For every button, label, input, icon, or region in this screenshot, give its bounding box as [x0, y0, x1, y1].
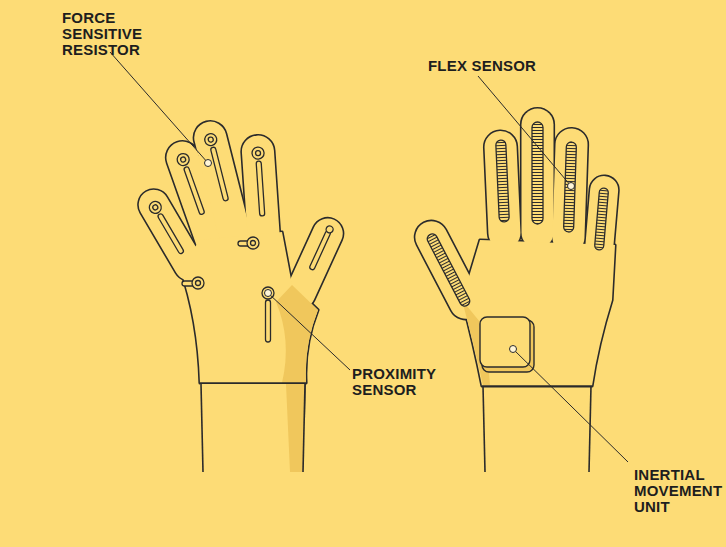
sensor-trace — [210, 147, 228, 202]
hand-fill — [133, 118, 347, 383]
sensor-pad — [196, 281, 201, 286]
leader-line — [513, 349, 628, 462]
fingertip-sensor — [175, 152, 208, 216]
sensor-pad — [325, 225, 334, 234]
imu-box — [480, 317, 530, 367]
leader-dot — [205, 160, 212, 167]
sensor-trace — [256, 161, 265, 216]
leader-dot — [568, 183, 575, 190]
sensor-trace — [309, 230, 331, 270]
leader-lines — [110, 52, 628, 462]
sensor-pad — [247, 237, 259, 249]
arm-line — [589, 386, 591, 472]
arm-fill — [200, 384, 305, 472]
sensor-pad — [255, 150, 260, 155]
flex-sensor — [426, 232, 472, 308]
arm-line — [303, 384, 305, 472]
sensor-pad — [252, 147, 265, 160]
leader-line — [268, 293, 350, 370]
sensor-pad — [147, 199, 163, 215]
thumb-sensor — [308, 225, 334, 271]
hand-outline — [133, 118, 347, 383]
cuff-line — [200, 382, 306, 384]
sensor-pad — [266, 291, 271, 296]
sensor-trace — [183, 166, 204, 215]
leader-dot — [510, 346, 517, 353]
flex-sensor — [532, 122, 543, 224]
palm-sensor — [238, 237, 259, 249]
callout-label: FLEX SENSOR — [428, 58, 598, 74]
leader-line — [110, 52, 208, 163]
force-sensor-group — [147, 132, 334, 342]
arm-shadow — [286, 384, 305, 472]
sensor-pad — [152, 204, 159, 211]
callout-label: FORCE SENSITIVE RESISTOR — [62, 10, 162, 58]
sensor-pad — [203, 132, 218, 147]
sensor-pad — [180, 156, 186, 162]
sensor-pad — [175, 152, 190, 167]
fingertip-sensor — [147, 199, 187, 256]
flex-sensor — [496, 140, 510, 222]
proximity-sensor — [262, 287, 274, 342]
arm-line — [483, 386, 485, 472]
hand-outline — [410, 109, 620, 387]
leader-dots — [205, 160, 575, 353]
leader-line — [478, 76, 571, 186]
hand-fill — [410, 109, 620, 387]
cuff-line — [482, 385, 592, 387]
fingertip-sensor — [203, 132, 232, 202]
sensor-pad — [192, 277, 204, 289]
callout-label: PROXIMITY SENSOR — [352, 366, 452, 398]
flex-sensor — [564, 142, 577, 232]
sensor-pad — [251, 241, 256, 246]
callout-label: INERTIAL MOVEMENT UNIT — [634, 467, 726, 515]
flex-sensor-group — [426, 122, 609, 308]
sensor-trace — [157, 213, 184, 254]
leader-dot — [265, 290, 272, 297]
fingertip-sensor — [252, 147, 269, 217]
sensor-pad — [208, 137, 214, 143]
flex-sensor — [594, 188, 608, 251]
arm-line — [201, 384, 203, 472]
palm-sensor — [182, 277, 204, 289]
sensor-trace — [266, 300, 271, 342]
